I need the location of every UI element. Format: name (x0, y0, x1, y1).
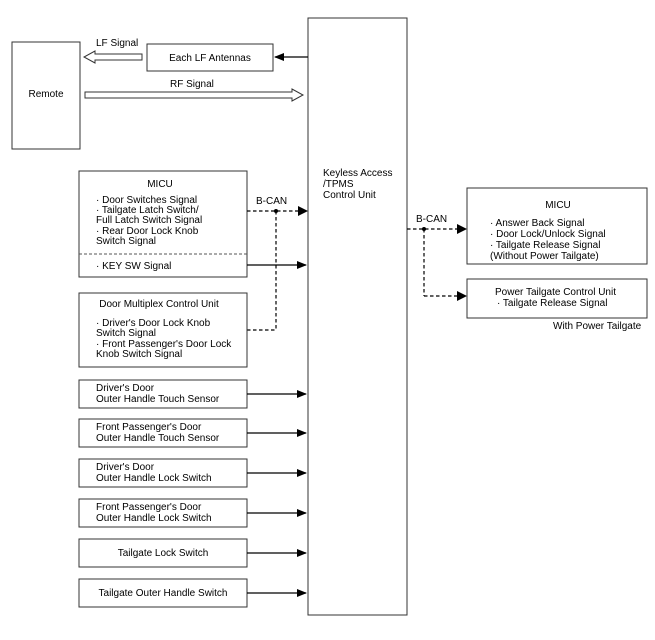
control-unit-label-2: /TPMS (323, 179, 354, 190)
tailgate-lock-switch-box (78, 538, 248, 568)
bcan-right-arrowhead-bottom (457, 291, 467, 301)
driver-touch-sensor-line-1: Driver's Door (96, 383, 155, 394)
passenger-touch-sensor-line-2: Outer Handle Touch Sensor (96, 433, 220, 444)
micu-input-line-3: Full Latch Switch Signal (96, 215, 202, 226)
micu-input-box (78, 170, 248, 278)
micu-output-line-1: · Answer Back Signal (490, 218, 585, 229)
door-multiplex-box (78, 292, 248, 368)
door-multiplex-line-2: Switch Signal (96, 328, 156, 339)
control-unit-label-1: Keyless Access (323, 168, 392, 179)
passenger-lock-switch-line-2: Outer Handle Lock Switch (96, 513, 212, 524)
rf-signal-arrow (84, 88, 305, 102)
micu-input-line-2: · Tailgate Latch Switch/ (96, 205, 199, 216)
tailgate-lock-switch-label: Tailgate Lock Switch (118, 548, 209, 559)
driver-lock-switch-line-2: Outer Handle Lock Switch (96, 473, 212, 484)
power-tailgate-title: Power Tailgate Control Unit (495, 287, 616, 298)
micu-output-title: MICU (545, 200, 571, 211)
micu-key-sw-label: · KEY SW Signal (96, 261, 171, 272)
bcan-right-label: B-CAN (416, 214, 447, 225)
power-tailgate-box (466, 278, 648, 319)
remote-box (11, 41, 81, 150)
driver-lock-switch-line-1: Driver's Door (96, 462, 155, 473)
passenger-touch-sensor-box (78, 418, 248, 448)
driver-touch-sensor-box (78, 379, 248, 409)
passenger-lock-switch-line-1: Front Passenger's Door (96, 502, 202, 513)
passenger-lock-switch-box (78, 498, 248, 528)
bcan-right-junction (422, 227, 426, 231)
micu-input-line-4: · Rear Door Lock Knob (96, 226, 199, 237)
control-unit-label-3: Control Unit (323, 190, 376, 201)
door-multiplex-line-3: · Front Passenger's Door Lock (96, 339, 232, 350)
bcan-left-junction (274, 209, 278, 213)
power-tailgate-note: With Power Tailgate (553, 321, 642, 332)
micu-input-line-5: Switch Signal (96, 236, 156, 247)
lf-antennas-box (146, 43, 274, 72)
lf-signal-label: LF Signal (96, 38, 138, 49)
control-unit-box (307, 17, 408, 616)
driver-touch-sensor-line-2: Outer Handle Touch Sensor (96, 394, 220, 405)
lf-antennas-label: Each LF Antennas (169, 53, 251, 64)
bcan-left-arrowhead (298, 206, 308, 216)
driver-lock-switch-box (78, 458, 248, 488)
door-multiplex-line-1: · Driver's Door Lock Knob (96, 318, 211, 329)
micu-output-box (466, 187, 648, 265)
bcan-left-label: B-CAN (256, 196, 287, 207)
micu-input-line-1: · Door Switches Signal (96, 195, 197, 206)
passenger-touch-sensor-line-1: Front Passenger's Door (96, 422, 202, 433)
lf-signal-arrow (82, 50, 143, 64)
tailgate-outer-handle-switch-label: Tailgate Outer Handle Switch (99, 588, 228, 599)
micu-output-line-2: · Door Lock/Unlock Signal (490, 229, 606, 240)
remote-label: Remote (28, 89, 63, 100)
door-multiplex-line-4: Knob Switch Signal (96, 349, 182, 360)
micu-output-line-3: · Tailgate Release Signal (490, 240, 600, 251)
tailgate-outer-handle-switch-box (78, 578, 248, 608)
micu-output-line-4: (Without Power Tailgate) (490, 251, 599, 262)
micu-input-title: MICU (147, 179, 173, 190)
power-tailgate-line: · Tailgate Release Signal (497, 298, 607, 309)
bcan-right-arrowhead-top (457, 224, 467, 234)
door-multiplex-title: Door Multiplex Control Unit (99, 299, 219, 310)
rf-signal-label: RF Signal (170, 79, 214, 90)
